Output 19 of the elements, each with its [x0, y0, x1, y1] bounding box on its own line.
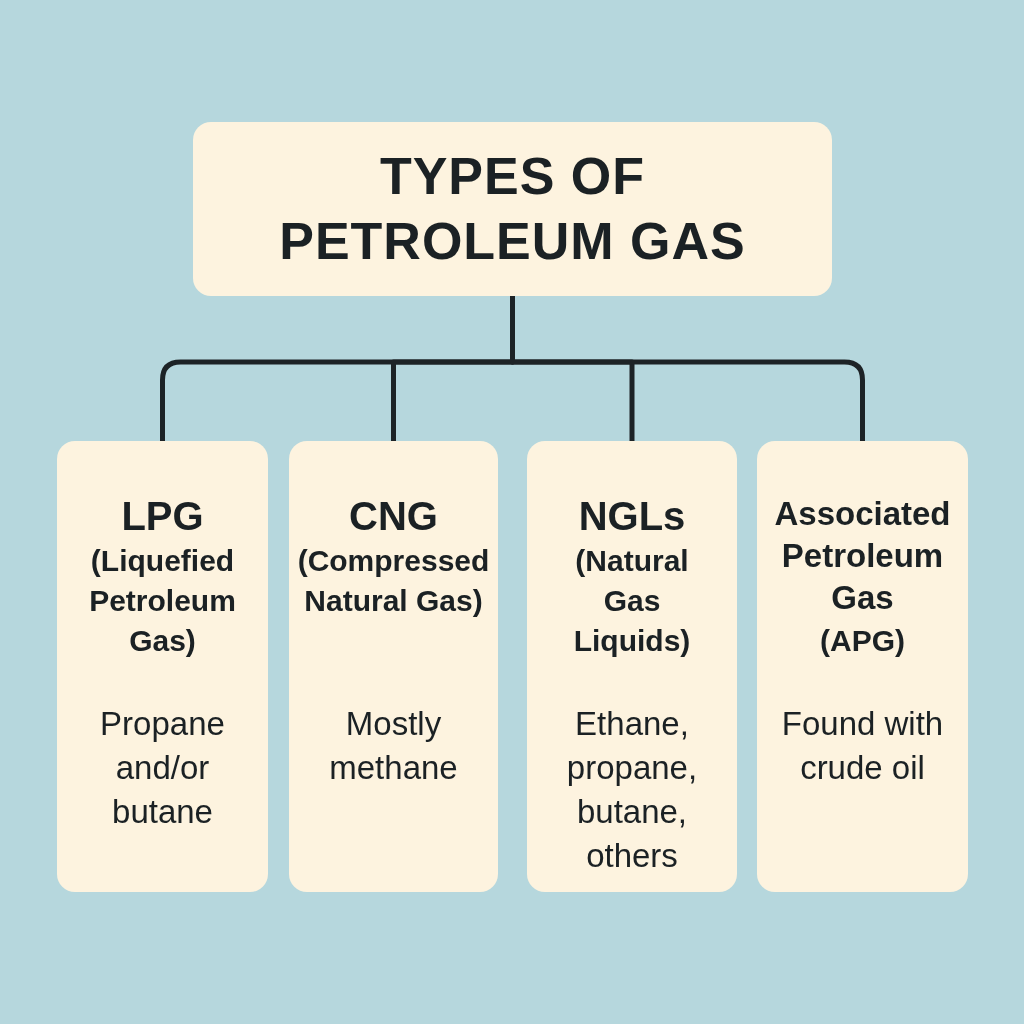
category-description: Propane and/or butane — [99, 704, 226, 832]
category-fullname: (Natural Gas Liquids) — [572, 543, 692, 659]
category-name: LPG — [120, 493, 205, 539]
category-card — [757, 441, 968, 892]
category-fullname: (APG) — [819, 623, 906, 659]
category-description: Mostly methane — [328, 704, 459, 788]
category-name: NGLs — [577, 493, 687, 539]
title-box — [193, 122, 832, 296]
connector-line — [510, 296, 865, 441]
category-card — [527, 441, 737, 892]
category-card — [289, 441, 498, 892]
category-name: Associated Petroleum Gas — [773, 494, 952, 618]
category-description: Found with crude oil — [780, 704, 945, 788]
category-fullname: (Liquefied Petroleum Gas) — [88, 543, 237, 659]
category-description: Ethane, propane, butane, others — [565, 704, 699, 876]
category-fullname: (Compressed Natural Gas) — [296, 543, 491, 619]
category-name: CNG — [348, 493, 439, 539]
category-card — [57, 441, 268, 892]
title-text: TYPES OF PETROLEUM GAS — [278, 146, 747, 272]
